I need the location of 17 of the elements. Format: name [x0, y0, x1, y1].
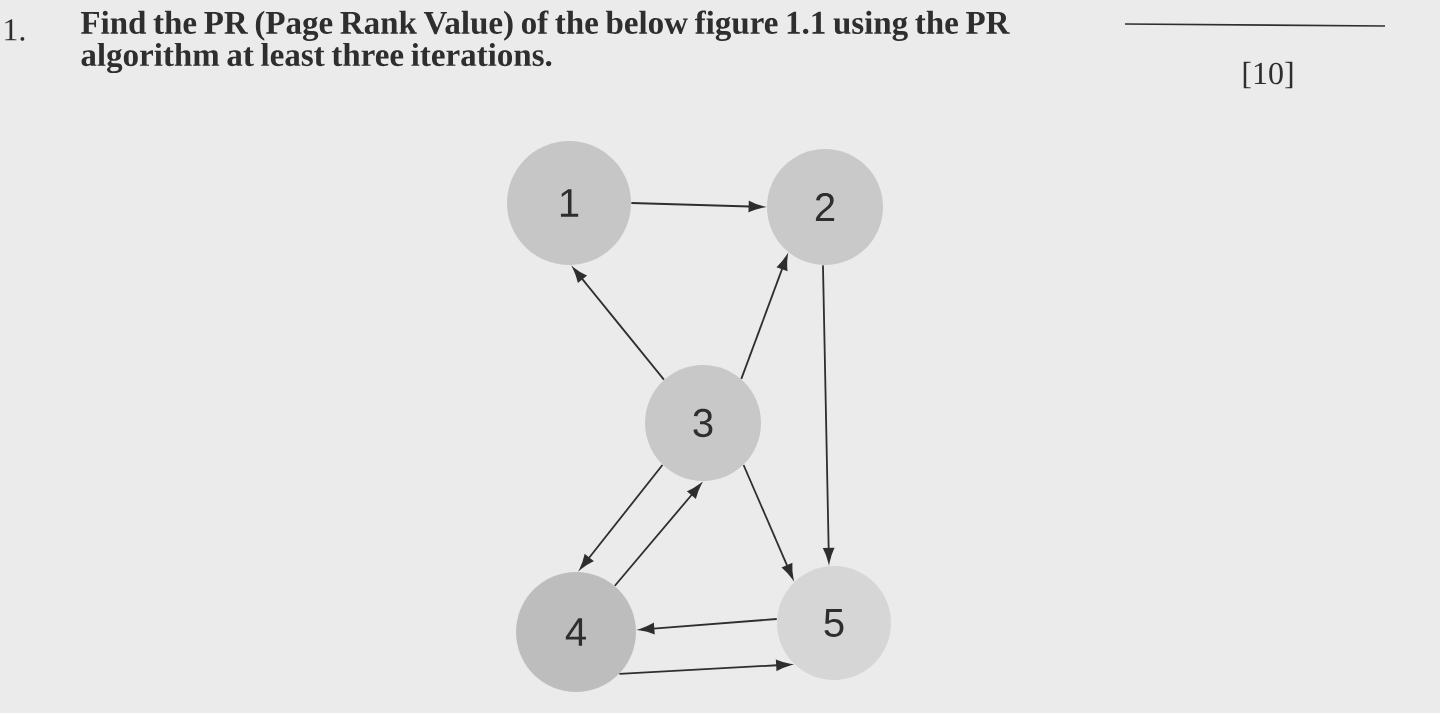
question-text: Find the PR (Page Rank Value) of the below figure 1.1 using the PR algorithm at least three iterations. — [80, 10, 1010, 74]
graph-node: 4 — [516, 572, 636, 692]
arrow — [618, 659, 791, 675]
arrow — [822, 264, 835, 563]
graph-node: 3 — [645, 365, 761, 481]
graph-node: 5 — [777, 566, 891, 680]
arrow — [630, 201, 764, 212]
marks-label: [10] — [1243, 61, 1293, 89]
graph-node: 1 — [507, 141, 631, 265]
arrow — [742, 464, 794, 579]
arrow — [639, 618, 778, 634]
graph-node: 2 — [767, 149, 883, 265]
arrow — [572, 267, 665, 381]
arrow — [740, 255, 788, 380]
question-number: 1. — [5, 19, 25, 41]
arrow — [613, 483, 702, 587]
arrow — [579, 464, 664, 570]
